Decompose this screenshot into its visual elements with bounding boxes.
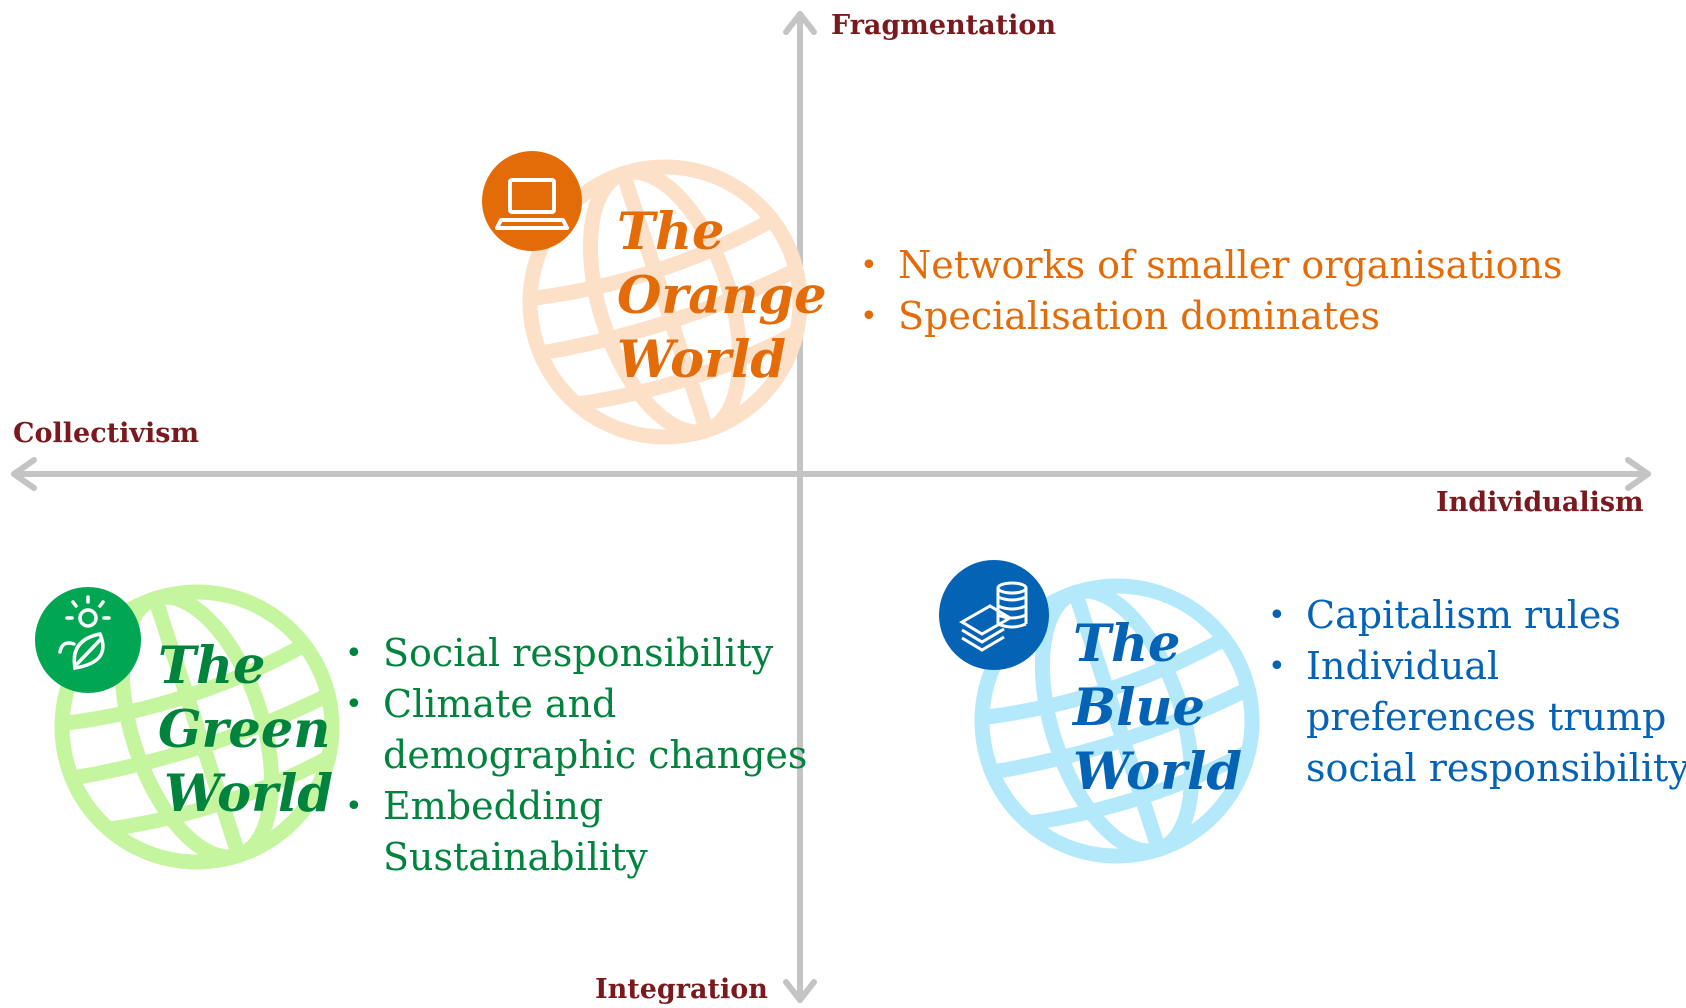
list-item-continuation: preferences trump (1268, 692, 1686, 743)
blue-world-bullets: Capitalism rules Individual preferences … (1268, 590, 1686, 794)
axis-label-fragmentation: Fragmentation (831, 10, 1057, 41)
list-item-text: Sustainability (383, 835, 648, 879)
orange-title-line-3: World (617, 330, 787, 390)
list-item: Climate and (345, 679, 807, 730)
green-world-title: The Green World (158, 634, 333, 826)
orange-world-bullets: Networks of smaller organisations Specia… (860, 240, 1563, 342)
green-world-bullets: Social responsibility Climate and demogr… (345, 628, 807, 883)
green-title-line-2: Green (158, 700, 331, 760)
list-item: Capitalism rules (1268, 590, 1686, 641)
list-item: Individual (1268, 641, 1686, 692)
green-badge (35, 587, 141, 693)
vertical-axis (783, 11, 817, 1003)
blue-title-line-2: Blue (1073, 678, 1206, 738)
sun-leaf-icon (58, 595, 111, 671)
axis-label-collectivism: Collectivism (13, 418, 200, 449)
list-item: Networks of smaller organisations (860, 240, 1563, 291)
list-item-text: demographic changes (383, 733, 808, 777)
orange-title-line-2: Orange (617, 266, 827, 326)
horizontal-axis (11, 457, 1651, 491)
green-title-line-3: World (164, 764, 334, 824)
list-item-continuation: Sustainability (345, 832, 807, 883)
axis-label-individualism: Individualism (1436, 487, 1644, 518)
list-item: Embedding (345, 781, 807, 832)
list-item-continuation: social responsibility (1268, 743, 1686, 794)
axis-label-integration: Integration (595, 974, 768, 1005)
orange-world-title: The Orange World (617, 200, 827, 392)
orange-badge (482, 151, 582, 251)
blue-badge (939, 560, 1049, 670)
blue-title-line-3: World (1073, 742, 1243, 802)
blue-title-line-1: The (1073, 614, 1181, 674)
green-title-line-1: The (158, 636, 266, 696)
blue-world-title: The Blue World (1073, 612, 1242, 804)
laptop-icon (495, 178, 569, 230)
money-coins-icon (959, 581, 1028, 652)
list-item-continuation: demographic changes (345, 730, 807, 781)
list-item: Social responsibility (345, 628, 807, 679)
list-item: Specialisation dominates (860, 291, 1563, 342)
list-item-text: social responsibility (1306, 746, 1686, 790)
orange-title-line-1: The (617, 202, 725, 262)
list-item-text: preferences trump (1306, 695, 1667, 739)
